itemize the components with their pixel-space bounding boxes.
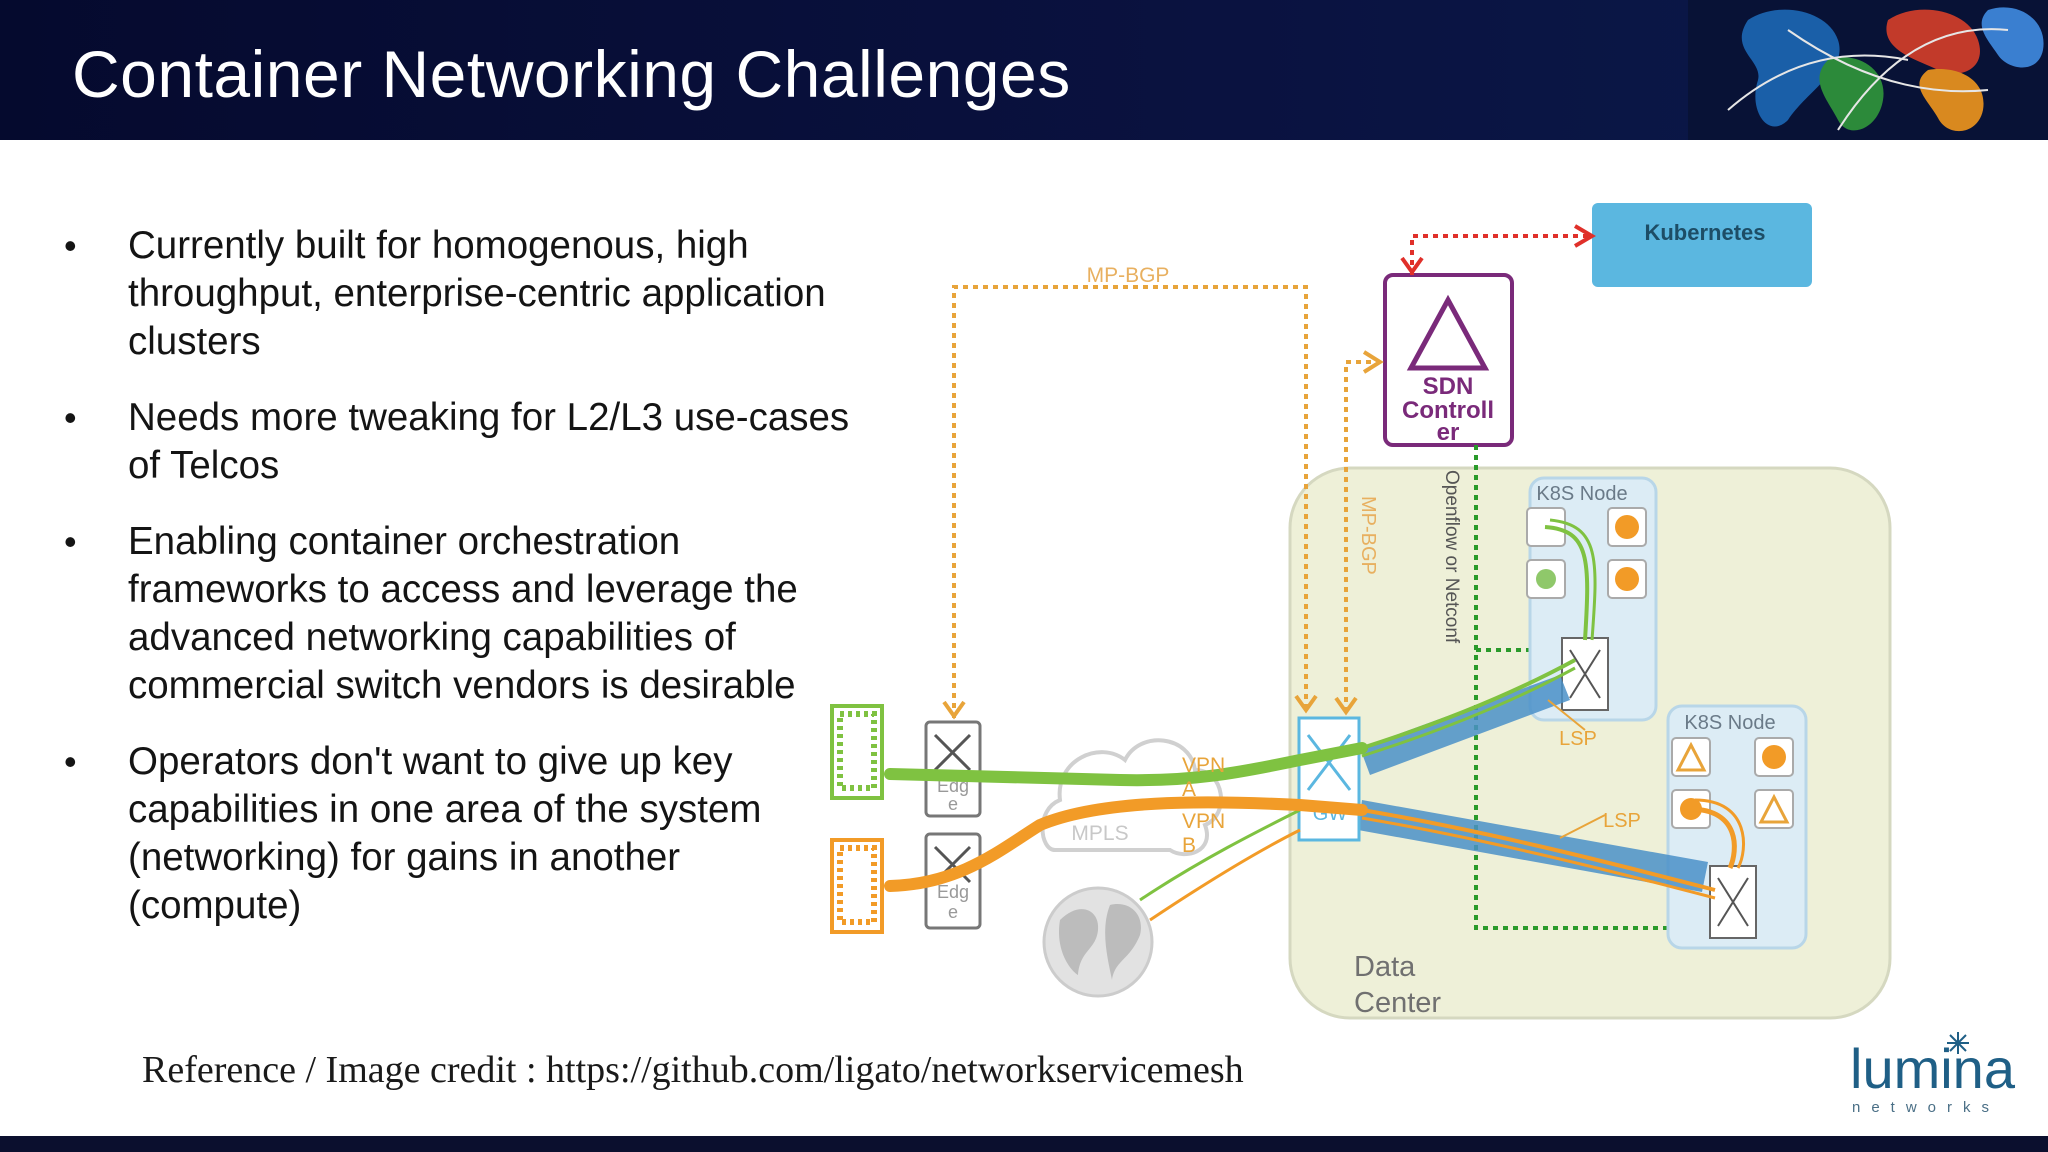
vpn-b-label-line2: B (1182, 834, 1196, 857)
k8s-node-1-label: K8S Node (1536, 483, 1627, 505)
openflow-label: Openflow or Netconf (1441, 470, 1462, 644)
kubernetes-box (1592, 203, 1812, 287)
bullet-list: • Currently built for homogenous, high th… (60, 222, 850, 958)
edge-bottom-label-line2: e (948, 902, 958, 922)
bullet-text: Enabling container orchestration framewo… (128, 520, 798, 707)
arrowhead-icon (1294, 694, 1318, 714)
mp-bgp-top-label: MP-BGP (1087, 264, 1170, 287)
arrowhead-icon (1573, 224, 1596, 248)
logo-tagline: networks (1852, 1099, 2000, 1116)
vpn-b-path (884, 796, 1368, 892)
bullet-text: Currently built for homogenous, high thr… (128, 224, 826, 363)
lsp-2-label: LSP (1603, 810, 1641, 832)
sdn-label-line3: er (1437, 419, 1460, 446)
mp-bgp-side-link (1344, 360, 1376, 712)
mp-bgp-top-link (952, 285, 1308, 718)
vpn-b-label-line1: VPN (1182, 810, 1225, 833)
vpn-a-path (884, 742, 1368, 787)
bullet-item: • Currently built for homogenous, high th… (60, 222, 850, 366)
vpn-a-label-line2: A (1182, 778, 1196, 801)
kubernetes-label: Kubernetes (1644, 220, 1765, 245)
bullet-item: • Operators don't want to give up key cap… (60, 738, 850, 930)
star-icon (1947, 1032, 1969, 1054)
sdn-label-line2: Controll (1402, 397, 1494, 424)
network-diagram: Kubernetes SDN Controll er MP-BGP MP-BGP… (830, 203, 1892, 1020)
mp-bgp-side-label: MP-BGP (1357, 496, 1379, 575)
bullet-glyph: • (64, 741, 77, 782)
bullet-text: Needs more tweaking for L2/L3 use-cases … (128, 396, 850, 487)
reference-credit: Reference / Image credit : https://githu… (142, 1049, 1244, 1091)
edge-bottom-label-line1: Edg (937, 882, 969, 902)
world-map-graphic (1688, 0, 2048, 140)
sdn-to-kubernetes-arrow (1410, 234, 1588, 275)
bullet-text: Operators don't want to give up key capa… (128, 740, 762, 927)
arrowhead-icon (1334, 696, 1358, 716)
arrowhead-icon (1362, 350, 1384, 374)
slide-title: Container Networking Challenges (72, 37, 1071, 111)
openflow-link (1474, 445, 1700, 930)
mpls-label: MPLS (1071, 822, 1128, 845)
arrowhead-icon (1400, 256, 1424, 276)
sdn-label-line1: SDN (1423, 373, 1474, 400)
bullet-item: • Needs more tweaking for L2/L3 use-cases… (60, 394, 850, 490)
bullet-glyph: • (64, 397, 77, 438)
vpn-a-label-line1: VPN (1182, 754, 1225, 777)
bullet-item: • Enabling container orchestration framew… (60, 518, 850, 710)
arrowhead-icon (942, 700, 966, 720)
bullet-glyph: • (64, 521, 77, 562)
edge-top-label-line2: e (948, 794, 958, 814)
data-center-label-line2: Center (1354, 987, 1441, 1019)
k8s-node-2-label: K8S Node (1684, 712, 1775, 734)
data-center-label-line1: Data (1354, 951, 1416, 983)
sdn-controller-box (1383, 273, 1514, 447)
bullet-glyph: • (64, 225, 77, 266)
lsp-1-label: LSP (1559, 728, 1597, 750)
slide-footer-bar (0, 1136, 2048, 1152)
mpls-cloud (1040, 738, 1223, 856)
slide-header: Container Networking Challenges (0, 0, 2048, 140)
lsp-tunnel-1 (1360, 675, 1570, 775)
logo-name: lumina (1850, 1037, 2016, 1100)
lumina-networks-logo: lumina networks (1850, 1032, 2016, 1116)
triangle-icon (1406, 294, 1490, 371)
